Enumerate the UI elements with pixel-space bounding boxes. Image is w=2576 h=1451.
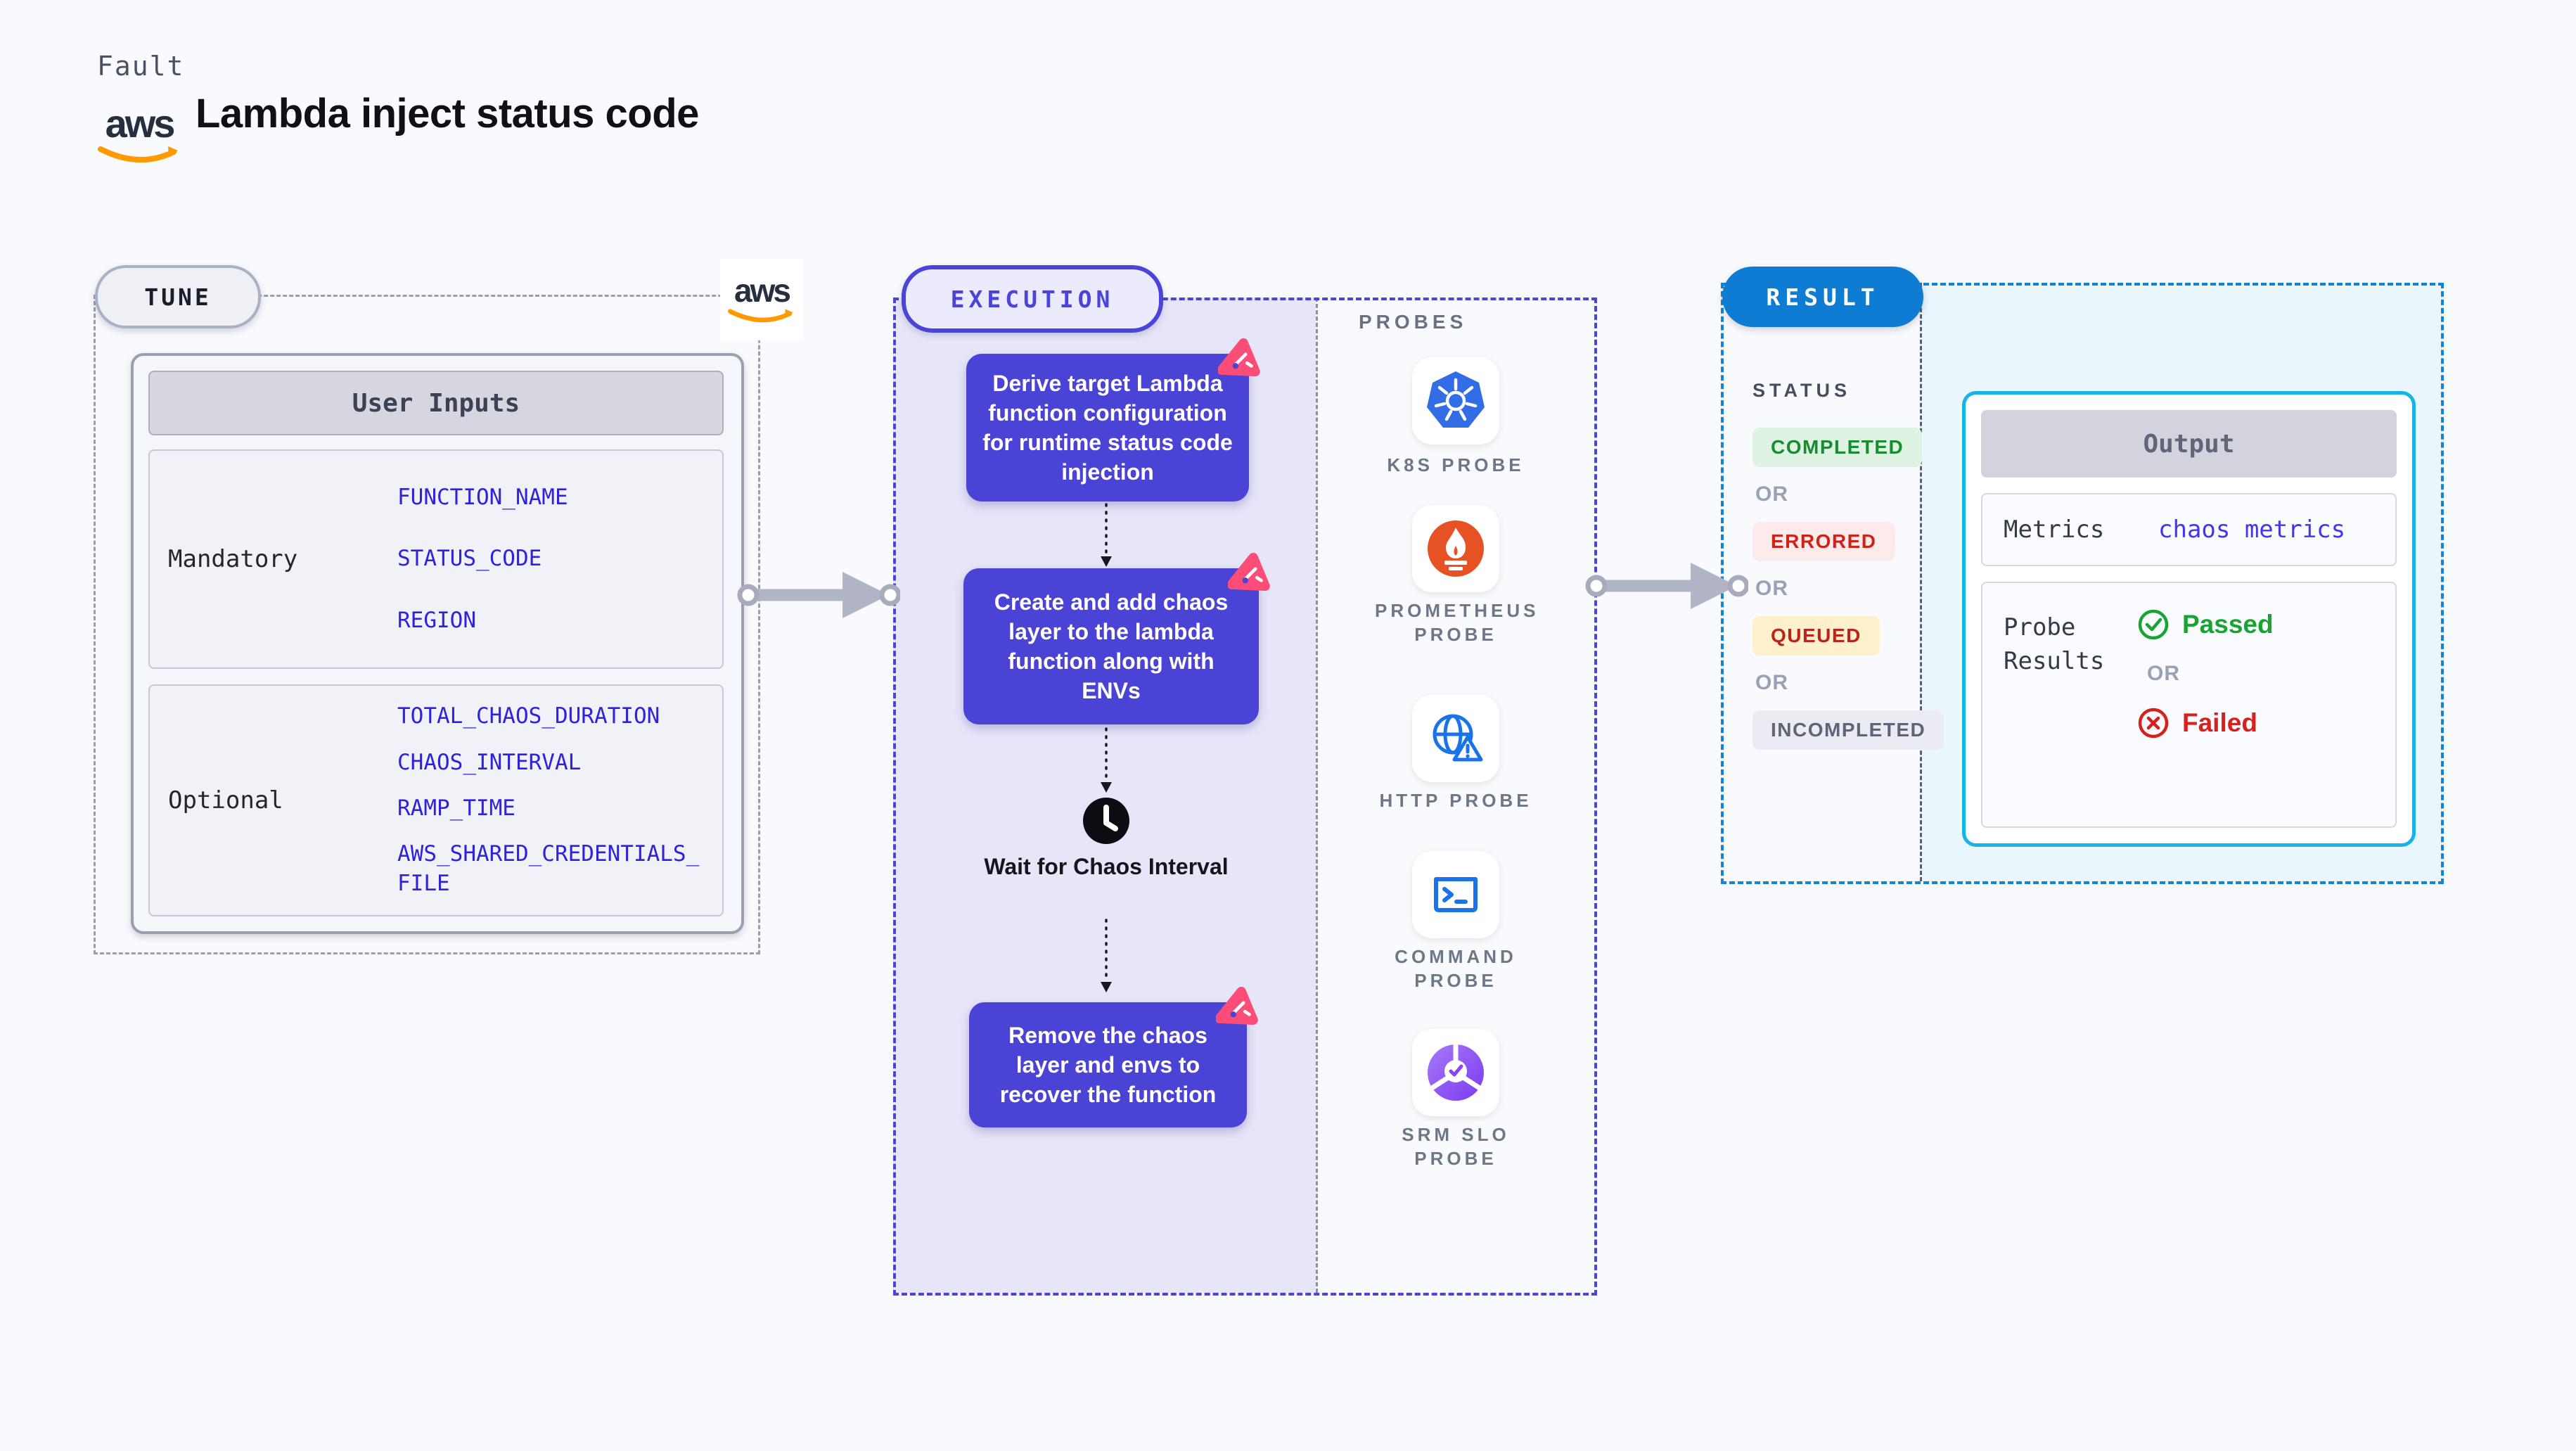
- probe-label-http: HTTP PROBE: [1379, 790, 1532, 811]
- passed-result: Passed: [2137, 608, 2274, 641]
- step-derive-config: Derive target Lambda function configurat…: [966, 338, 1260, 501]
- terminal-icon: [1434, 877, 1478, 912]
- probes-title: PROBES: [1359, 311, 1468, 333]
- probe-card-srm-slo: [1412, 1029, 1499, 1116]
- result-badge-label: RESULT: [1766, 283, 1880, 311]
- result-badge: RESULT: [1722, 267, 1923, 327]
- clock-icon: [1083, 798, 1129, 844]
- slo-gauge-icon: [1428, 1044, 1484, 1101]
- step-add-chaos-layer: Create and add chaos layer to the lambda…: [963, 552, 1270, 724]
- probe-label-command: COMMAND PROBE: [1395, 946, 1517, 991]
- probe-card-command: [1412, 851, 1499, 938]
- user-inputs-card: User Inputs Mandatory FUNCTION_NAME STAT…: [131, 353, 744, 934]
- param: RAMP_TIME: [397, 795, 515, 821]
- probe-results-values: Passed OR Failed: [2137, 583, 2274, 826]
- wait-for-chaos-label: Wait for Chaos Interval: [984, 854, 1229, 879]
- metrics-value: chaos metrics: [2158, 516, 2346, 544]
- litmus-chaos-icon: [1216, 986, 1258, 1025]
- execution-region: [893, 298, 1597, 1296]
- tune-badge-label: TUNE: [144, 283, 212, 311]
- globe-warning-icon: [1433, 714, 1483, 762]
- status-badge-errored: ERRORED: [1752, 522, 1895, 561]
- param: TOTAL_CHAOS_DURATION: [397, 703, 660, 729]
- probe-label-k8s: K8S PROBE: [1387, 454, 1525, 475]
- aws-logo-text: aws: [734, 271, 791, 309]
- probe-card-http: [1412, 695, 1499, 782]
- passed-label: Passed: [2182, 610, 2274, 639]
- litmus-chaos-icon: [1218, 338, 1260, 377]
- mandatory-row: Mandatory FUNCTION_NAME STATUS_CODE REGI…: [148, 449, 724, 669]
- fault-eyebrow: Fault: [97, 51, 185, 82]
- execution-badge: EXECUTION: [902, 265, 1163, 333]
- optional-params: TOTAL_CHAOS_DURATION CHAOS_INTERVAL RAMP…: [397, 686, 722, 915]
- step-text: Derive target Lambda function configurat…: [982, 370, 1233, 485]
- kubernetes-icon: [1427, 371, 1485, 428]
- execution-badge-label: EXECUTION: [950, 285, 1115, 313]
- aws-logo-text: aws: [105, 101, 176, 146]
- status-title: STATUS: [1752, 380, 1851, 401]
- status-badge-completed: COMPLETED: [1752, 428, 1923, 467]
- optional-row: Optional TOTAL_CHAOS_DURATION CHAOS_INTE…: [148, 684, 724, 916]
- aws-smile-icon: [98, 146, 178, 163]
- arrow-tune-to-execution: [737, 572, 900, 618]
- mandatory-params: FUNCTION_NAME STATUS_CODE REGION: [397, 451, 722, 667]
- tune-region: [94, 295, 760, 954]
- output-header: Output: [1981, 410, 2397, 478]
- probes-panel: [1316, 298, 1596, 1293]
- x-circle-icon: [2138, 708, 2169, 739]
- connector-arrow: [1101, 503, 1112, 567]
- connector-arrow: [1101, 919, 1112, 992]
- metrics-row: Metrics chaos metrics: [1981, 493, 2397, 566]
- mandatory-label: Mandatory: [168, 545, 298, 573]
- param: FUNCTION_NAME: [397, 484, 568, 510]
- param: STATUS_CODE: [397, 546, 542, 572]
- output-card: Output Metrics chaos metrics Probe Resul…: [1962, 391, 2416, 847]
- arrow-execution-to-result: [1585, 563, 1748, 609]
- step-remove-chaos-layer: Remove the chaos layer and envs to recov…: [969, 986, 1258, 1127]
- page-title: Lambda inject status code: [196, 91, 699, 136]
- connector-arrow: [1101, 727, 1112, 793]
- param: REGION: [397, 607, 476, 633]
- failed-result: Failed: [2137, 707, 2274, 739]
- probe-label-srm-slo: SRM SLO PROBE: [1402, 1124, 1510, 1169]
- optional-label: Optional: [168, 786, 283, 814]
- aws-smile-icon: [728, 308, 793, 322]
- probe-label-prometheus: PROMETHEUS PROBE: [1375, 600, 1539, 645]
- probe-card-k8s: [1412, 357, 1499, 445]
- probe-card-prometheus: [1412, 505, 1499, 592]
- aws-logo: aws: [94, 104, 185, 166]
- param: AWS_SHARED_CREDENTIALS_FILE: [397, 840, 700, 896]
- prometheus-icon: [1428, 520, 1484, 577]
- probe-results-label: Probe Results: [2004, 613, 2105, 675]
- or-label: OR: [2147, 662, 2180, 685]
- status-list: COMPLETED OR ERRORED OR QUEUED OR INCOMP…: [1752, 428, 1944, 750]
- step-text: Remove the chaos layer and envs to recov…: [999, 1022, 1217, 1108]
- param: CHAOS_INTERVAL: [397, 749, 582, 775]
- status-badge-incompleted: INCOMPLETED: [1752, 710, 1944, 750]
- check-circle-icon: [2138, 609, 2169, 640]
- status-badge-queued: QUEUED: [1752, 616, 1880, 656]
- step-text: Create and add chaos layer to the lambda…: [994, 589, 1229, 704]
- failed-label: Failed: [2182, 708, 2257, 737]
- or-label: OR: [1755, 577, 1788, 600]
- aws-logo-tune: aws: [720, 259, 803, 340]
- tune-badge: TUNE: [95, 265, 261, 328]
- probe-results-row: Probe Results Passed OR Failed: [1981, 582, 2397, 828]
- user-inputs-header: User Inputs: [148, 371, 724, 435]
- or-label: OR: [1755, 671, 1788, 694]
- metrics-label: Metrics: [2004, 516, 2105, 544]
- litmus-chaos-icon: [1228, 552, 1270, 592]
- or-label: OR: [1755, 482, 1788, 506]
